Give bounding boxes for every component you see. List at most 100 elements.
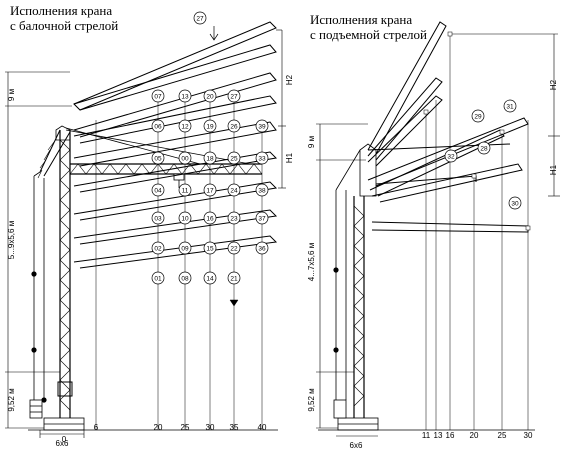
right-x-tick: 20	[470, 431, 479, 440]
svg-text:12: 12	[181, 123, 189, 130]
svg-text:22: 22	[230, 245, 238, 252]
svg-text:03: 03	[154, 215, 162, 222]
svg-text:27: 27	[196, 15, 204, 22]
left-slewing-part	[33, 125, 71, 179]
right-title: Исполнения крана с подъемной стрелой	[310, 12, 427, 42]
left-x-tick: 35	[230, 423, 239, 432]
svg-text:02: 02	[154, 245, 162, 252]
left-dim-top: 9 м	[7, 89, 16, 101]
left-jib-alternatives	[73, 21, 278, 269]
right-dim-base: 6х6	[350, 441, 363, 450]
svg-text:21: 21	[230, 275, 238, 282]
right-mast	[353, 143, 377, 418]
config-marker: 36	[255, 241, 269, 255]
left-x-tick: 20	[154, 423, 163, 432]
svg-text:36: 36	[258, 245, 266, 252]
right-dimension-lines	[316, 33, 560, 437]
config-marker: 14	[203, 271, 217, 285]
left-dim-base: 6х6	[56, 439, 69, 448]
right-x-tick: 11	[422, 431, 431, 440]
right-x-tick: 25	[498, 431, 507, 440]
svg-text:20: 20	[206, 93, 214, 100]
config-marker: 33	[255, 151, 269, 165]
config-marker: 05	[151, 151, 165, 165]
config-marker: 25	[227, 151, 241, 165]
config-marker: 06	[151, 119, 165, 133]
config-marker: 27	[193, 11, 207, 25]
svg-text:30: 30	[511, 200, 519, 207]
left-text: 9 м 5...9х5,6 м 9,52 м 6х6 H1 H2 0 6 20 …	[7, 74, 294, 448]
svg-text:11: 11	[182, 187, 189, 194]
right-x-tick: 16	[446, 431, 455, 440]
svg-text:09: 09	[181, 245, 189, 252]
svg-text:27: 27	[230, 93, 238, 100]
svg-text:16: 16	[206, 215, 214, 222]
left-x-tick: 6	[94, 423, 99, 432]
config-marker: 19	[203, 119, 217, 133]
left-x-tick: 25	[181, 423, 190, 432]
svg-text:31: 31	[506, 103, 514, 110]
right-dim-h2: H2	[549, 79, 558, 90]
left-x-tick: 30	[206, 423, 215, 432]
config-marker: 00	[178, 151, 192, 165]
left-x-tick: 40	[258, 423, 267, 432]
config-marker: 01	[151, 271, 165, 285]
right-text: 9 м 4...7х5,6 м 9,52 м 6х6 H1 H2 11 13 1…	[307, 79, 558, 450]
svg-text:29: 29	[474, 113, 482, 120]
config-marker: 28	[477, 141, 491, 155]
left-counterweight	[29, 176, 47, 419]
svg-text:08: 08	[181, 275, 189, 282]
left-title-line2: с балочной стрелой	[10, 18, 119, 33]
config-marker: 23	[227, 211, 241, 225]
left-title-line1: Исполнения крана	[10, 3, 113, 18]
config-marker: 21	[227, 271, 241, 285]
svg-text:33: 33	[258, 155, 266, 162]
config-marker: 38	[255, 183, 269, 197]
config-marker: 16	[203, 211, 217, 225]
svg-text:39: 39	[258, 123, 266, 130]
svg-text:23: 23	[230, 215, 238, 222]
config-marker: 04	[151, 183, 165, 197]
right-markers: 31 29 28 32 30	[444, 99, 522, 210]
left-x-tick: 0	[62, 435, 67, 444]
svg-text:13: 13	[181, 93, 189, 100]
config-marker: 24	[227, 183, 241, 197]
config-marker: 03	[151, 211, 165, 225]
svg-text:07: 07	[154, 93, 162, 100]
config-marker: 30	[508, 196, 522, 210]
left-dim-mast: 5...9х5,6 м	[7, 221, 16, 259]
right-dim-bottom: 9,52 м	[307, 388, 316, 411]
svg-text:19: 19	[206, 123, 214, 130]
config-marker: 39	[255, 119, 269, 133]
right-x-tick: 30	[524, 431, 533, 440]
config-marker: 31	[503, 99, 517, 113]
svg-text:26: 26	[230, 123, 238, 130]
svg-text:15: 15	[206, 245, 214, 252]
left-dim-bottom: 9,52 м	[7, 388, 16, 411]
right-counterweight	[333, 149, 361, 419]
config-marker: 15	[203, 241, 217, 255]
config-marker: 27	[227, 89, 241, 103]
right-title-line2: с подъемной стрелой	[310, 27, 427, 42]
svg-text:05: 05	[154, 155, 162, 162]
right-drop-lines	[423, 31, 531, 430]
left-markers: 01 08 14 21 02 09 15 22 36 03 10 16 23 37 04 11 17 24 38 05…	[151, 11, 269, 285]
svg-text:17: 17	[206, 187, 214, 194]
config-marker: 29	[471, 109, 485, 123]
right-dim-mast: 4...7х5,6 м	[307, 243, 316, 281]
config-marker: 37	[255, 211, 269, 225]
config-marker: 08	[178, 271, 192, 285]
config-marker: 02	[151, 241, 165, 255]
config-marker: 26	[227, 119, 241, 133]
config-marker: 20	[203, 89, 217, 103]
left-dimension-lines	[5, 29, 286, 438]
config-marker: 22	[227, 241, 241, 255]
svg-text:38: 38	[258, 187, 266, 194]
config-marker: 10	[178, 211, 192, 225]
svg-text:10: 10	[181, 215, 189, 222]
config-marker: 11	[178, 183, 192, 197]
left-mast	[57, 130, 73, 418]
config-marker: 32	[444, 149, 458, 163]
